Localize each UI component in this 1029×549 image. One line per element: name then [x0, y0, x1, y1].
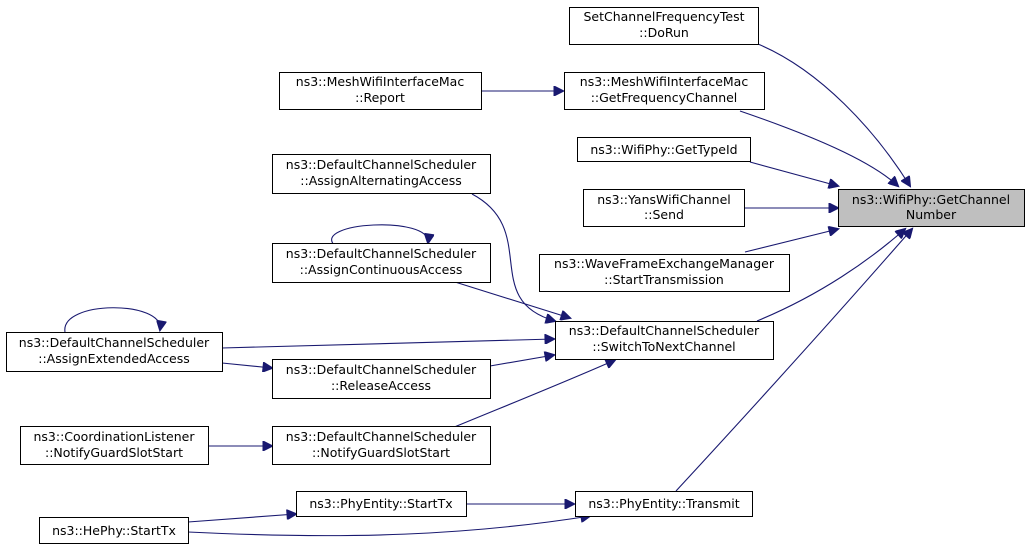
- edge-wavestart-to-target: [744, 229, 838, 253]
- edge-extaccess-to-switchnext: [221, 339, 554, 349]
- node-label-line: ::GetFrequencyChannel: [591, 90, 738, 105]
- node-label-line: ::NotifyGuardSlotStart: [45, 445, 183, 460]
- node-label-line: ns3::DefaultChannelScheduler: [286, 362, 477, 377]
- node-label-line: ::DoRun: [639, 25, 689, 40]
- node-label-line: ns3::MeshWifiInterfaceMac: [296, 74, 465, 89]
- node-meshwifiinterfacemac-getfrequencychannel[interactable]: ns3::MeshWifiInterfaceMac ::GetFrequency…: [564, 72, 765, 110]
- edge-hestarttx-to-phytransmit: [187, 516, 590, 537]
- node-label-line: ::NotifyGuardSlotStart: [312, 445, 450, 460]
- node-label-line: ns3::DefaultChannelScheduler: [19, 335, 210, 350]
- node-meshwifiinterfacemac-report[interactable]: ns3::MeshWifiInterfaceMac ::Report: [279, 72, 482, 110]
- edge-setchan-to-target: [757, 43, 910, 186]
- node-label-line: ns3::HePhy::StartTx: [52, 523, 176, 538]
- node-label-line: SetChannelFrequencyTest: [583, 9, 744, 24]
- node-defaultchannelscheduler-assignextendedaccess[interactable]: ns3::DefaultChannelScheduler ::AssignExt…: [6, 332, 223, 372]
- node-defaultchannelscheduler-switchtonextchannel[interactable]: ns3::DefaultChannelScheduler ::SwitchToN…: [555, 321, 774, 360]
- node-phyentity-starttx[interactable]: ns3::PhyEntity::StartTx: [296, 491, 467, 517]
- node-label-line: ::ReleaseAccess: [331, 378, 431, 393]
- edge-extaccess-self: [64, 307, 160, 332]
- edge-gettypeid-to-target: [749, 161, 838, 186]
- edge-contaccess-to-switchnext: [454, 281, 570, 318]
- node-defaultchannelscheduler-assignalternatingaccess[interactable]: ns3::DefaultChannelScheduler ::AssignAlt…: [272, 154, 491, 194]
- node-coordinationlistener-notifyguardslotstart[interactable]: ns3::CoordinationListener ::NotifyGuardS…: [20, 426, 209, 465]
- node-label-line: ns3::PhyEntity::StartTx: [309, 496, 452, 511]
- node-label-line: ns3::WaveFrameExchangeManager: [554, 256, 775, 271]
- node-label-line: ns3::PhyEntity::Transmit: [588, 496, 739, 511]
- edge-schednotify-to-switchnext: [451, 360, 615, 429]
- node-label-line: ::AssignContinuousAccess: [300, 262, 463, 277]
- edge-release-to-switchnext: [489, 355, 554, 367]
- node-label-line: ns3::YansWifiChannel: [597, 192, 731, 207]
- node-label-line: ns3::DefaultChannelScheduler: [286, 246, 477, 261]
- node-label-line: ::AssignExtendedAccess: [38, 351, 190, 366]
- nodes-layer: SetChannelFrequencyTest ::DoRun ns3::Mes…: [6, 7, 1025, 544]
- node-wifiphy-gettypeid[interactable]: ns3::WifiPhy::GetTypeId: [577, 137, 751, 162]
- edge-phytransmit-to-target: [675, 229, 912, 492]
- node-defaultchannelscheduler-releaseaccess[interactable]: ns3::DefaultChannelScheduler ::ReleaseAc…: [272, 359, 491, 399]
- node-defaultchannelscheduler-notifyguardslotstart[interactable]: ns3::DefaultChannelScheduler ::NotifyGua…: [272, 426, 491, 465]
- node-label-line: ns3::CoordinationListener: [34, 429, 196, 444]
- node-setchannelfrequencytest-dorun[interactable]: SetChannelFrequencyTest ::DoRun: [569, 7, 759, 45]
- edge-hestarttx-to-phystarttx: [187, 514, 296, 523]
- edge-altaccess-to-switchnext: [471, 193, 555, 321]
- node-label-line: ns3::DefaultChannelScheduler: [569, 323, 760, 338]
- node-label-line: ns3::MeshWifiInterfaceMac: [580, 74, 749, 89]
- node-hephy-starttx[interactable]: ns3::HePhy::StartTx: [39, 517, 189, 544]
- node-phyentity-transmit[interactable]: ns3::PhyEntity::Transmit: [575, 491, 753, 517]
- node-label-line: ns3::WifiPhy::GetChannel: [852, 192, 1010, 207]
- node-label-line: ::Report: [355, 90, 405, 105]
- node-yanswifichannel-send[interactable]: ns3::YansWifiChannel ::Send: [583, 189, 745, 227]
- node-label-line: ns3::DefaultChannelScheduler: [286, 157, 477, 172]
- node-defaultchannelscheduler-assigncontinuousaccess[interactable]: ns3::DefaultChannelScheduler ::AssignCon…: [272, 243, 491, 283]
- edge-extaccess-to-release: [221, 363, 272, 368]
- node-label-line: ::SwitchToNextChannel: [592, 339, 735, 354]
- edge-switchnext-to-target: [756, 229, 905, 322]
- node-label-line: ::AssignAlternatingAccess: [300, 173, 461, 188]
- edge-meshgetfreq-to-target: [739, 110, 898, 186]
- node-label-line: ::StartTransmission: [604, 272, 724, 287]
- node-label-line: Number: [906, 207, 957, 222]
- node-label-line: ns3::DefaultChannelScheduler: [286, 429, 477, 444]
- node-label-line: ::Send: [644, 207, 684, 222]
- node-label-line: ns3::WifiPhy::GetTypeId: [590, 142, 737, 157]
- node-wifiphy-getchannelnumber[interactable]: ns3::WifiPhy::GetChannel Number: [838, 189, 1025, 227]
- edge-contaccess-self: [331, 224, 428, 247]
- node-waveframeexchangemanager-starttransmission[interactable]: ns3::WaveFrameExchangeManager ::StartTra…: [539, 254, 790, 292]
- edges-layer: [64, 43, 912, 537]
